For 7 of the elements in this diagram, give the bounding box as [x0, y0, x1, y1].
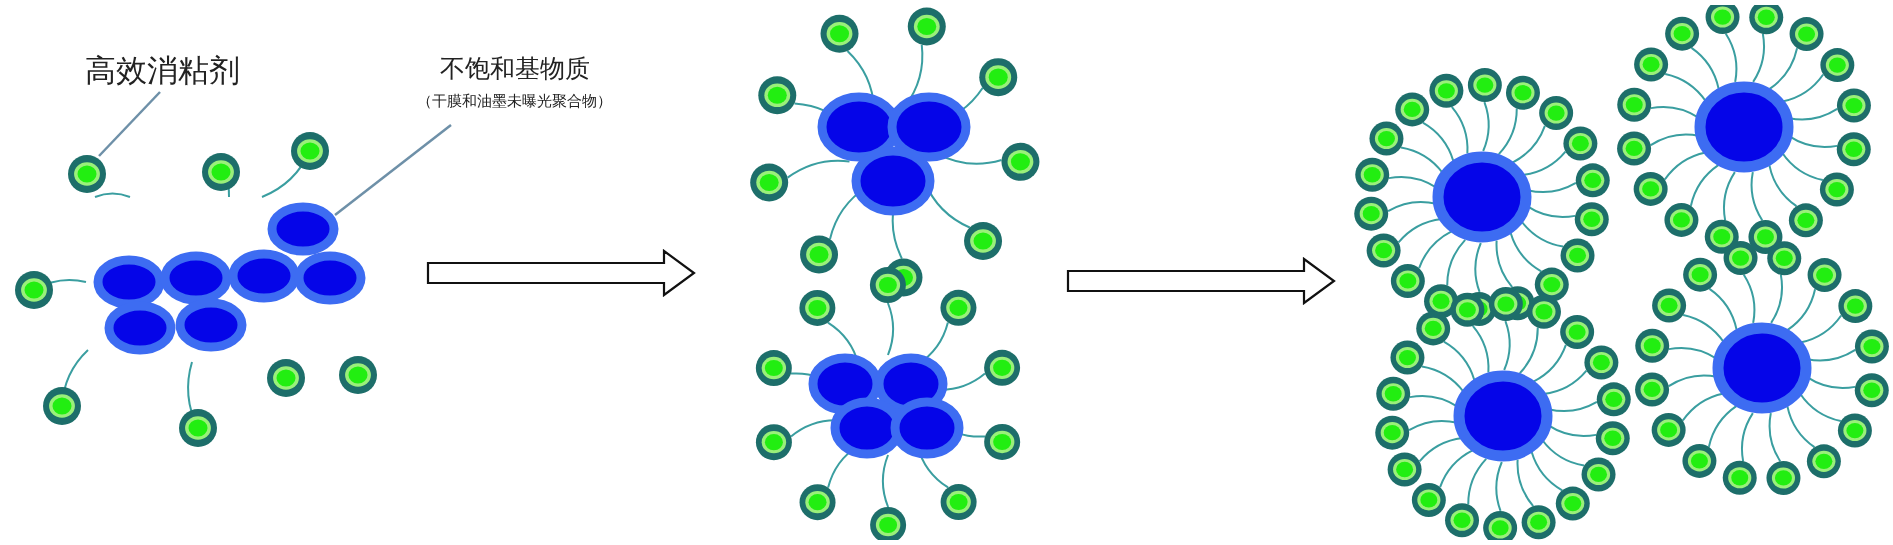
- leader-line: [334, 124, 452, 216]
- label-text: 高效消粘剂: [84, 51, 241, 90]
- hollow-arrow: [1066, 256, 1336, 306]
- leader-line: [98, 91, 161, 157]
- label-subtext: （干膜和油墨未曝光聚合物）: [416, 92, 613, 111]
- label-text: 不饱和基物质: [438, 53, 591, 85]
- hollow-arrow: [426, 248, 696, 298]
